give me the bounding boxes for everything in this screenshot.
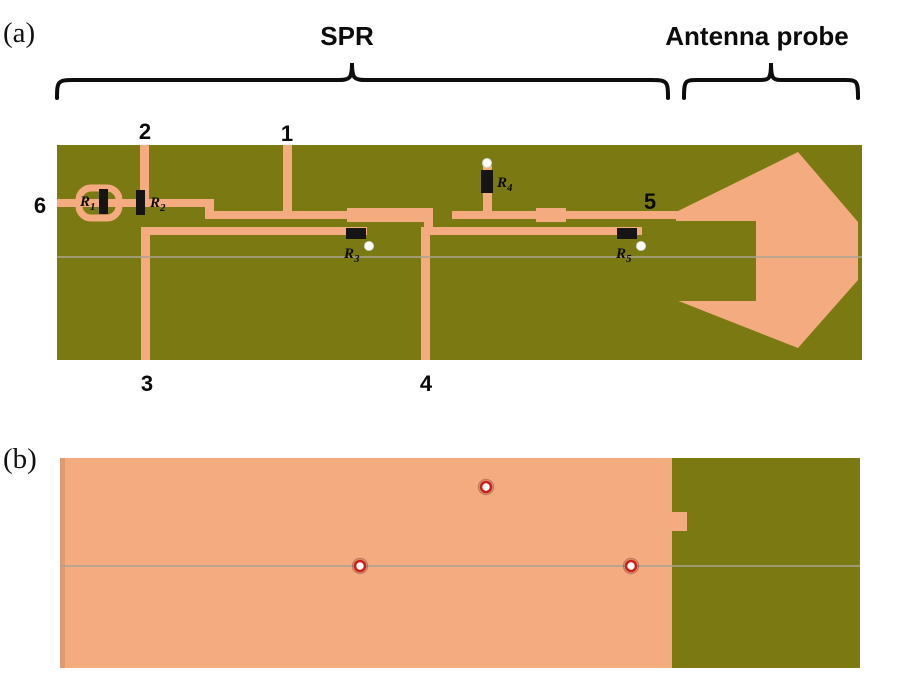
resistor-r1-chip	[99, 189, 108, 214]
label-r5: R5	[615, 246, 632, 265]
via-hole-back-3-outer	[622, 557, 640, 575]
port2-stub	[140, 145, 149, 201]
coupler1-bottom-line	[141, 227, 367, 235]
panel-b	[60, 458, 860, 668]
label-r3-base: R	[343, 246, 354, 262]
resistor-r2-chip	[136, 190, 145, 215]
ground-plane	[60, 458, 672, 668]
via-hole-back-1-outer	[477, 478, 495, 496]
coupler2-top-line	[452, 211, 682, 219]
coupler1-top-line	[205, 211, 405, 219]
antenna-brace	[682, 62, 860, 100]
label-r4-sub: 4	[506, 182, 513, 194]
label-r5-base: R	[615, 246, 626, 262]
output-impedance-step	[536, 208, 566, 222]
label-r2-sub: 2	[159, 202, 166, 214]
label-r3-sub: 3	[353, 253, 360, 265]
label-r1-base: R	[79, 194, 90, 210]
via-hole-front-2	[482, 158, 492, 168]
via-hole-back-2	[353, 559, 367, 573]
via-hole-front-3	[636, 241, 646, 251]
via-hole-back-3	[624, 559, 638, 573]
board-left-edge	[60, 458, 65, 668]
resistor-r4-chip	[481, 170, 493, 193]
resistor-labels: R1 R2 R3 R4 R5	[79, 175, 632, 265]
via-hole-back-1	[479, 480, 493, 494]
port3-stub	[141, 231, 150, 360]
label-r1: R1	[79, 194, 96, 213]
input-step-jog	[205, 199, 214, 219]
panel-a: 2 1 6 5 3 4 R1 R2 R3 R4 R5	[34, 119, 862, 396]
label-r3: R3	[343, 246, 360, 265]
label-r2-base: R	[149, 195, 160, 211]
resistor-r5-chip	[617, 228, 637, 239]
label-port-2: 2	[139, 119, 151, 144]
probe-slot	[676, 221, 756, 301]
input-ring-resonator	[75, 184, 123, 222]
via-hole-front-1	[364, 241, 374, 251]
port1-stub	[283, 145, 292, 219]
label-r4-base: R	[496, 175, 507, 191]
back-vias	[351, 478, 640, 575]
via-hole-back-2-outer	[351, 557, 369, 575]
label-port-3: 3	[141, 371, 153, 396]
port4-stub	[421, 231, 430, 360]
spr-brace	[55, 62, 670, 100]
resistor-r3-chip	[346, 228, 366, 239]
label-port-5: 5	[644, 189, 656, 214]
label-antenna-probe: Antenna probe	[665, 21, 848, 51]
label-port-1: 1	[281, 121, 293, 146]
label-spr: SPR	[320, 21, 374, 51]
copper-traces	[57, 145, 858, 360]
label-port-4: 4	[420, 371, 433, 396]
coupler2-bottom-line	[421, 227, 642, 235]
label-port-6: 6	[34, 193, 46, 218]
label-r1-sub: 1	[90, 201, 96, 213]
port-labels: 2 1 6 5 3 4	[34, 119, 656, 396]
label-r4: R4	[496, 175, 513, 194]
port6-feed-trace	[57, 199, 213, 207]
front-vias	[364, 158, 646, 251]
ground-plane-tab	[672, 512, 687, 531]
label-r5-sub: 5	[626, 253, 632, 265]
label-r2: R2	[149, 195, 166, 214]
mid-jog	[424, 211, 433, 235]
mid-impedance-step	[347, 208, 433, 222]
panel-a-label: (a)	[3, 17, 35, 49]
panel-b-label: (b)	[3, 443, 37, 475]
resistor-chips	[99, 170, 637, 239]
